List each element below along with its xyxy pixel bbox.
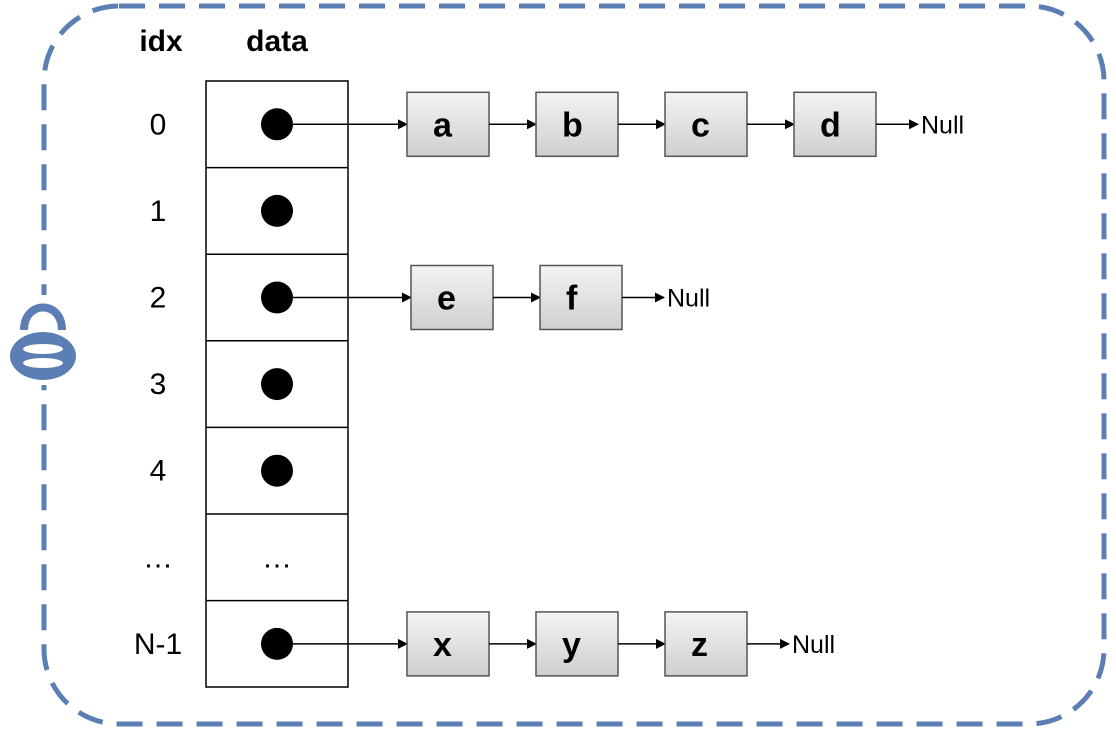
row-index-label: … — [143, 541, 173, 574]
list-node — [406, 611, 490, 677]
node-label: y — [562, 626, 581, 664]
row-index-label: 1 — [150, 195, 167, 228]
node-label: z — [691, 626, 708, 664]
list-node — [539, 264, 623, 331]
pointer-dot — [261, 454, 293, 487]
list-node — [410, 264, 494, 331]
null-label: Null — [667, 285, 710, 313]
row-index-label: N-1 — [134, 628, 182, 661]
node-label: b — [562, 106, 583, 144]
row-index-label: 0 — [150, 108, 167, 141]
data-header: data — [246, 25, 308, 58]
null-label: Null — [792, 631, 835, 659]
row-index-label: 4 — [150, 455, 167, 488]
pointer-dot — [261, 194, 293, 227]
row-index-label: 3 — [150, 368, 167, 401]
idx-header: idx — [139, 25, 183, 58]
node-label: x — [433, 626, 452, 664]
node-label: c — [691, 106, 710, 144]
node-label: e — [437, 280, 456, 318]
list-node — [535, 611, 619, 677]
row-index-label: 2 — [150, 282, 167, 315]
list-node — [535, 91, 619, 158]
list-node — [406, 91, 490, 158]
null-label: Null — [921, 111, 964, 139]
list-node — [793, 91, 877, 158]
ellipsis-cell: … — [262, 541, 292, 574]
lock-icon — [8, 295, 78, 385]
node-label: f — [566, 280, 578, 318]
node-label: a — [433, 106, 453, 144]
pointer-dot — [261, 368, 293, 401]
node-label: d — [820, 106, 841, 144]
list-node — [664, 91, 748, 158]
